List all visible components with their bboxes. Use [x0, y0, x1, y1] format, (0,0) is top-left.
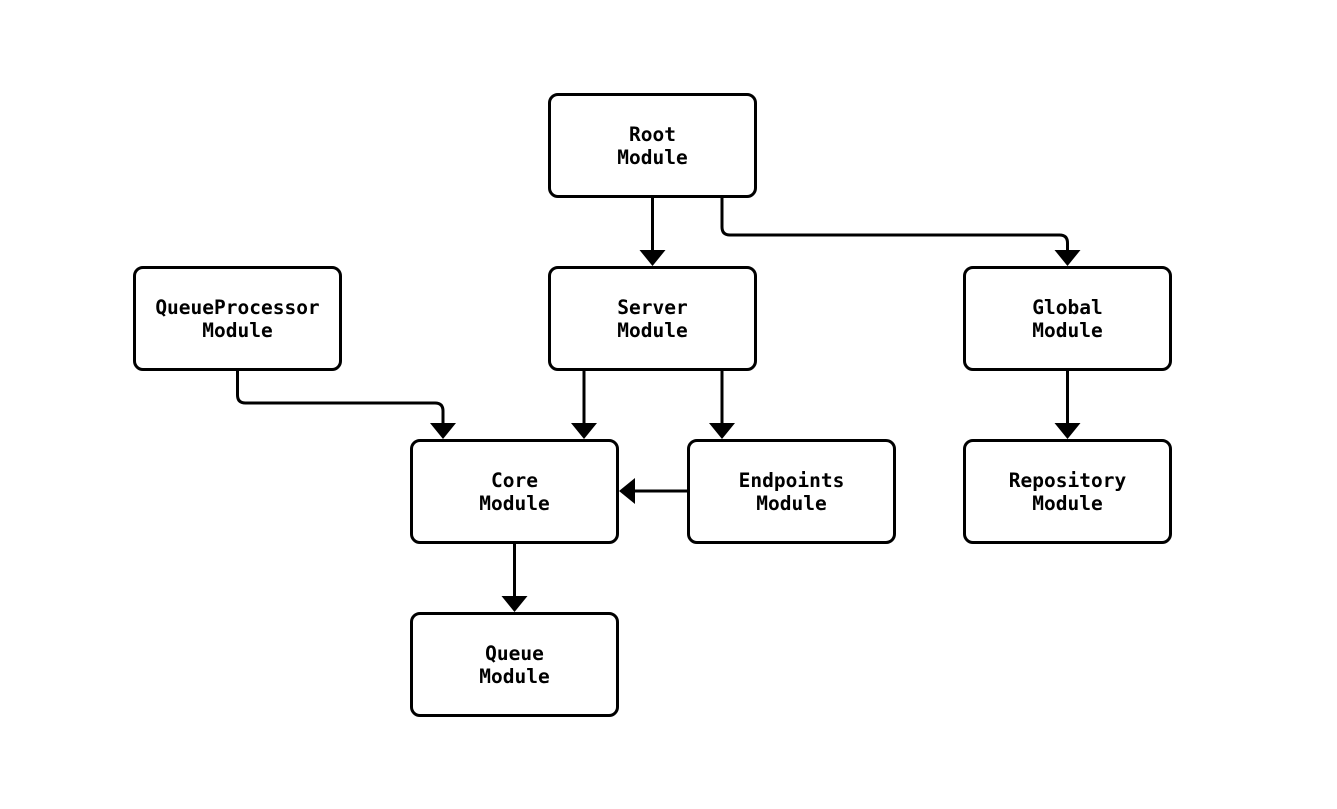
edge-queueprocessor-to-core-line [236, 371, 445, 423]
edge-server-to-core-arrowhead [571, 423, 597, 439]
node-global-module: Global Module [963, 266, 1172, 371]
edge-root-to-server-arrowhead [639, 250, 666, 266]
edge-core-to-queue [501, 544, 528, 612]
node-repository-module-label: Repository Module [1008, 468, 1127, 515]
node-repository-module: Repository Module [963, 439, 1172, 544]
edge-root-to-server [639, 198, 666, 266]
edge-root-to-global [720, 198, 1081, 266]
edge-global-to-repository-arrowhead [1054, 423, 1081, 439]
edge-core-to-queue-arrowhead [501, 596, 528, 612]
node-queueprocessor-module-label: QueueProcessor Module [155, 295, 320, 342]
node-endpoints-module-label: Endpoints Module [738, 468, 845, 515]
edge-global-to-repository [1054, 371, 1081, 439]
node-server-module: Server Module [548, 266, 757, 371]
node-core-module-label: Core Module [479, 468, 550, 515]
edge-queueprocessor-to-core [236, 371, 456, 439]
node-root-module-label: Root Module [617, 122, 688, 169]
node-endpoints-module: Endpoints Module [687, 439, 896, 544]
edge-server-to-endpoints-arrowhead [709, 423, 735, 439]
edge-server-to-core [571, 371, 597, 439]
node-root-module: Root Module [548, 93, 757, 198]
edge-endpoints-to-core [619, 478, 687, 504]
node-queueprocessor-module: QueueProcessor Module [133, 266, 342, 371]
node-core-module: Core Module [410, 439, 619, 544]
edge-root-to-global-line [720, 198, 1069, 250]
edge-endpoints-to-core-arrowhead [619, 478, 635, 504]
node-queue-module-label: Queue Module [479, 641, 550, 688]
edge-queueprocessor-to-core-arrowhead [430, 423, 456, 439]
node-queue-module: Queue Module [410, 612, 619, 717]
node-server-module-label: Server Module [617, 295, 688, 342]
edge-server-to-endpoints [709, 371, 735, 439]
edge-root-to-global-arrowhead [1054, 250, 1081, 266]
node-global-module-label: Global Module [1032, 295, 1103, 342]
